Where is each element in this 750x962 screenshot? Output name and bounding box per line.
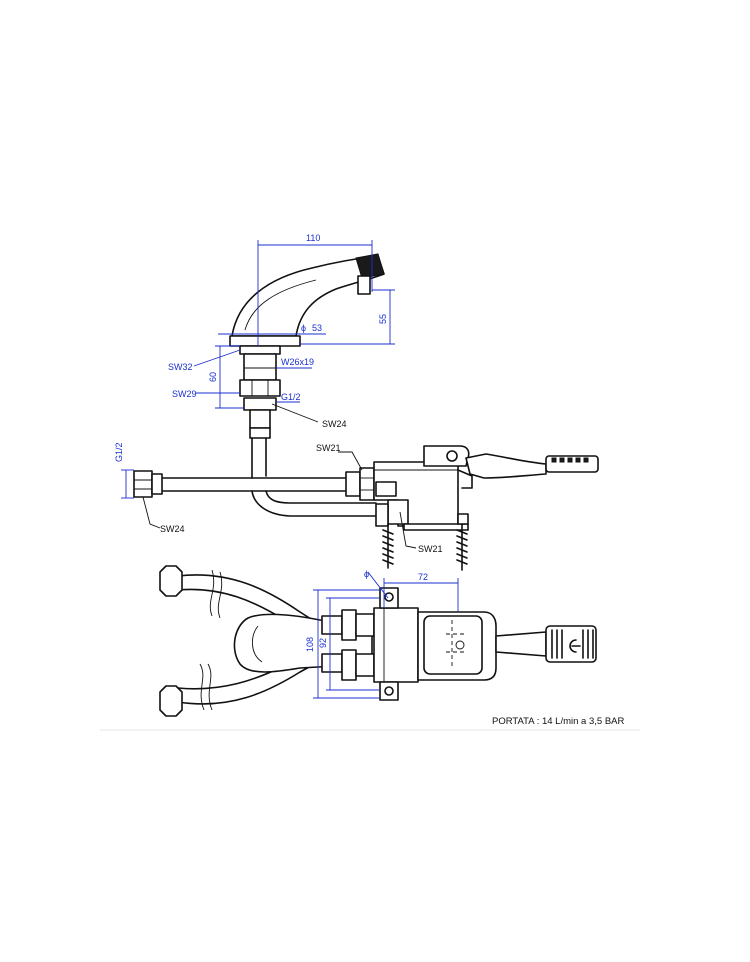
hose-break-mark [199, 663, 213, 711]
anchor-screw [456, 523, 468, 571]
pivot-guard [457, 469, 473, 489]
horizontal-hose [159, 477, 347, 492]
faucet-base [229, 335, 301, 347]
dim-base-diameter: 53 [312, 323, 322, 333]
plan-dimensions: 72 ϕ 108 92 [305, 569, 459, 699]
dim-thread-w: W26x19 [281, 357, 314, 367]
supply-connector [249, 427, 271, 439]
spout-contour-line [244, 279, 317, 331]
aerator-head [355, 253, 385, 279]
label-sw24-top: SW24 [322, 419, 347, 429]
plan-pedal-grip [551, 629, 594, 659]
left-hose-nut [133, 470, 153, 498]
dim-depth: 72 [418, 572, 428, 582]
plan-inlet-fitting [321, 653, 343, 673]
plan-pedal-cover [423, 615, 483, 675]
dim-leader [367, 571, 389, 599]
faucet-shank [243, 353, 277, 381]
faucet-elevation [229, 253, 385, 439]
aerator-outlet [357, 275, 371, 295]
flow-rate-note: PORTATA : 14 L/min a 3,5 BAR [492, 716, 624, 727]
vertical-hose [251, 437, 377, 517]
label-leader [271, 403, 319, 423]
dim-thread-g: G1/2 [281, 392, 301, 402]
dim-body-height: 60 [208, 372, 218, 382]
valve-mount-block [387, 499, 409, 525]
label-sw24-left: SW24 [160, 524, 185, 534]
label-sw29: SW29 [172, 389, 197, 399]
plan-nut [341, 649, 357, 681]
mount-bracket [403, 523, 469, 531]
base-collar [239, 345, 281, 355]
wrench-labels: SW32 SW29 SW24 SW21 SW21 SW24 [142, 362, 443, 554]
pedal-grip-ridges [551, 457, 589, 463]
plan-hose-nut-bottom [159, 685, 183, 717]
dim-spout-reach: 110 [306, 233, 320, 243]
sw21-outlet-nut [375, 503, 389, 527]
valve-side-view [345, 445, 599, 571]
plan-hose-lower [177, 659, 323, 705]
sw24-nut [243, 397, 277, 411]
plan-inlet-fitting [321, 615, 343, 635]
plan-valve-body [373, 607, 419, 683]
plan-nut [341, 609, 357, 641]
plan-hose-upper [177, 574, 323, 627]
label-sw32: SW32 [168, 362, 193, 372]
diameter-symbol: ϕ [301, 323, 306, 333]
plan-nut [355, 653, 375, 677]
sw21-inlet-nut [359, 467, 375, 501]
dim-width-outer: 108 [305, 637, 315, 652]
pedal-logo-mark [569, 639, 581, 653]
hole-symbol: ϕ [364, 569, 369, 579]
valve-inlet-fitting [345, 471, 361, 497]
plan-hose-nut-top [159, 565, 183, 597]
label-sw21-left: SW21 [316, 443, 341, 453]
elevation-dimensions: 110 55 ϕ 53 60 W26x19 G1/2 G1/2 [114, 233, 395, 499]
dim-spout-height: 55 [378, 314, 388, 324]
plan-pedal-arm [495, 631, 547, 657]
plan-nut [355, 613, 375, 637]
left-hose-crimp [151, 473, 163, 495]
dim-side-thread: G1/2 [114, 442, 124, 462]
valve-cap [375, 481, 397, 497]
plan-view [159, 565, 597, 717]
hidden-pivot [455, 640, 465, 650]
pedal-lever [465, 453, 547, 479]
label-leader [338, 451, 363, 471]
mount-hole [384, 686, 394, 696]
dim-leader [193, 349, 241, 367]
pivot-pin [446, 450, 458, 462]
plan-faucet-curve [252, 625, 263, 663]
anchor-screw [382, 523, 394, 569]
label-sw21-bottom: SW21 [418, 544, 443, 554]
label-leader [399, 511, 417, 549]
label-leader [142, 496, 161, 529]
supply-fitting [249, 409, 271, 429]
hose-break-mark [209, 569, 223, 619]
sw29-nut [239, 379, 281, 397]
hidden-mechanism [446, 620, 466, 666]
bracket-nut [457, 513, 469, 525]
mount-hole [384, 592, 394, 602]
dim-width-inner: 92 [318, 638, 328, 648]
